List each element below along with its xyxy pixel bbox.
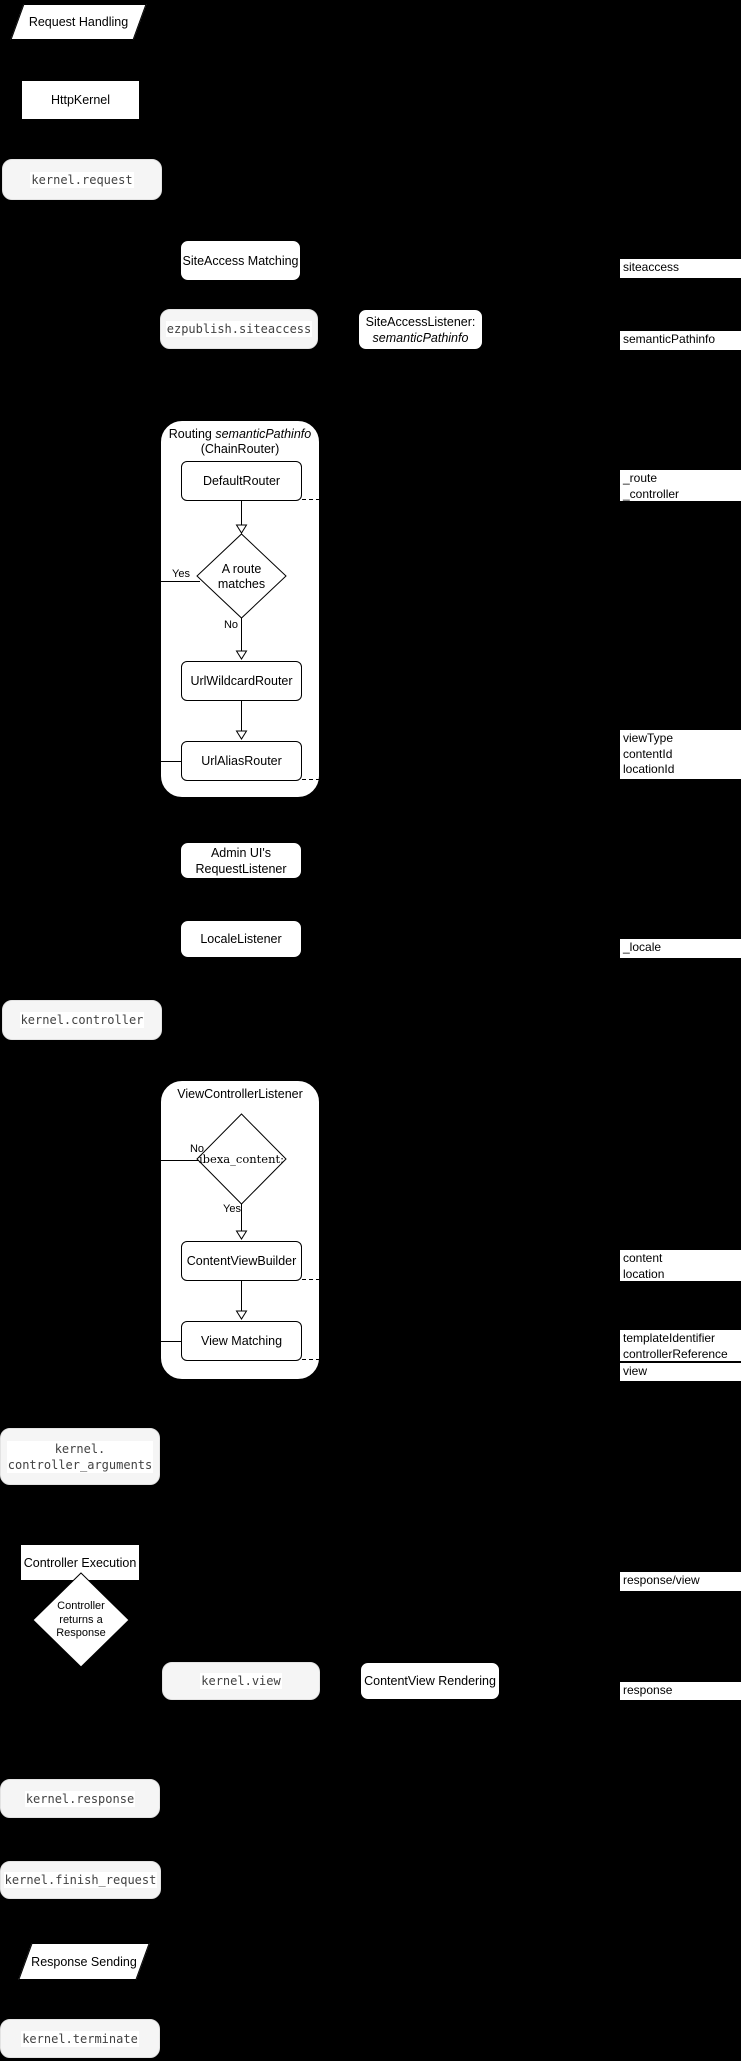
siteaccess-listener-line2: semanticPathinfo <box>372 330 469 345</box>
locale-side-text: _locale <box>623 940 662 954</box>
siteaccess-listener-line1: SiteAccessListener: <box>365 314 476 329</box>
kernel-view-label: kernel.view <box>200 1673 282 1689</box>
route-controller-side-label: _route _controller <box>620 470 741 501</box>
arrowhead-icon <box>235 650 248 660</box>
url-alias-router-label: UrlAliasRouter <box>201 754 282 768</box>
view-side-label: view <box>620 1363 741 1381</box>
view-matching-node: View Matching <box>181 1321 302 1361</box>
kernel-finish-request-label: kernel.finish_request <box>3 1872 158 1888</box>
response-sending-label: Response Sending <box>31 1954 137 1969</box>
kernel-request-event: kernel.request <box>2 159 162 200</box>
routing-cluster-title: Routing semanticPathinfo (ChainRouter) <box>161 427 319 457</box>
default-router-label: DefaultRouter <box>202 474 281 488</box>
request-handling-label: Request Handling <box>28 15 129 29</box>
siteaccess-matching-label: SiteAccess Matching <box>182 253 299 268</box>
kernel-controller-arguments-label: kernel. controller_arguments <box>6 1440 154 1473</box>
routing-cluster: Routing semanticPathinfo (ChainRouter) D… <box>160 420 321 798</box>
arrowhead-icon <box>235 1310 248 1320</box>
request-handling-node: Request Handling <box>10 4 147 40</box>
kernel-terminate-label: kernel.terminate <box>21 2030 139 2047</box>
kernel-terminate-event: kernel.terminate <box>0 2019 160 2058</box>
route-matches-text: A route matches <box>217 562 266 591</box>
locale-side-label: _locale <box>620 939 741 958</box>
content-view-rendering-node: ContentView Rendering <box>360 1662 500 1700</box>
controller-returns-label: Controller returns a Response <box>56 1599 106 1639</box>
kernel-view-event: kernel.view <box>162 1662 320 1700</box>
controller-returns-diamond <box>32 1572 130 1668</box>
response-view-side-label: response/view <box>620 1572 741 1591</box>
routing-title-italic: semanticPathinfo <box>215 427 312 441</box>
siteaccess-matching-node: SiteAccess Matching <box>180 240 301 281</box>
ezpublish-siteaccess-event: ezpublish.siteaccess <box>160 309 318 349</box>
kernel-controller-event: kernel.controller <box>2 1000 162 1040</box>
view-matching-label: View Matching <box>200 1334 283 1348</box>
kernel-response-label: kernel.response <box>24 1790 136 1807</box>
kernel-finish-request-event: kernel.finish_request <box>0 1861 161 1899</box>
arrowhead-icon <box>235 730 248 740</box>
kernel-controller-arguments-event: kernel. controller_arguments <box>0 1428 160 1485</box>
ibexa-content-label: ibexa_content: <box>198 1152 285 1166</box>
locale-listener-node: LocaleListener <box>180 920 302 958</box>
kernel-request-label: kernel.request <box>30 171 134 188</box>
routing-connectors <box>161 499 321 780</box>
controller-returns-decision: Controller returns a Response <box>32 1572 130 1668</box>
default-router-node: DefaultRouter <box>181 461 302 501</box>
http-kernel-node: HttpKernel <box>21 80 140 120</box>
url-wildcard-router-label: UrlWildcardRouter <box>190 674 293 688</box>
kernel-response-event: kernel.response <box>0 1779 160 1818</box>
view-controller-connectors <box>161 1113 321 1360</box>
view-side-text: view <box>623 1364 648 1378</box>
arrowhead-icon <box>235 524 248 534</box>
response-side-label: response <box>620 1682 741 1700</box>
content-view-rendering-label: ContentView Rendering <box>364 1674 496 1688</box>
url-alias-router-node: UrlAliasRouter <box>181 741 302 781</box>
siteaccess-side-label: siteaccess <box>620 259 741 278</box>
ibexa-content-yes-label: Yes <box>223 1203 241 1215</box>
semantic-pathinfo-side-label: semanticPathinfo <box>620 331 741 350</box>
siteaccess-listener-node: SiteAccessListener: semanticPathinfo <box>358 309 483 350</box>
content-view-builder-node: ContentViewBuilder <box>181 1241 302 1281</box>
kernel-controller-label: kernel.controller <box>19 1012 145 1028</box>
response-side-text: response <box>623 1683 673 1697</box>
template-controller-side-label: templateIdentifier controllerReference <box>620 1330 741 1361</box>
routing-title-line2: (ChainRouter) <box>200 442 280 456</box>
arrowhead-icon <box>235 1230 248 1240</box>
controller-execution-label: Controller Execution <box>23 1555 137 1570</box>
routing-title-prefix: Routing <box>168 427 216 441</box>
route-matches-no-label: No <box>223 619 239 631</box>
siteaccess-side-text: siteaccess <box>623 260 680 274</box>
content-location-side-label: content location <box>620 1250 741 1281</box>
response-view-side-text: response/view <box>623 1573 700 1587</box>
route-matches-label: A route matches <box>201 562 282 592</box>
view-controller-cluster: ViewControllerListener ibexa_content: No… <box>160 1080 321 1380</box>
viewtype-side-label: viewType contentId locationId <box>620 730 741 779</box>
controller-execution-node: Controller Execution <box>20 1544 140 1581</box>
url-wildcard-router-node: UrlWildcardRouter <box>181 661 302 701</box>
semantic-pathinfo-side-text: semanticPathinfo <box>623 332 716 346</box>
admin-request-listener-label: Admin UI's RequestListener <box>195 845 287 876</box>
http-kernel-label: HttpKernel <box>50 93 111 107</box>
admin-request-listener-node: Admin UI's RequestListener <box>180 842 302 879</box>
response-sending-node: Response Sending <box>18 1943 150 1980</box>
locale-listener-label: LocaleListener <box>200 932 282 946</box>
route-matches-yes-label: Yes <box>172 568 190 580</box>
content-view-builder-label: ContentViewBuilder <box>186 1254 297 1268</box>
view-controller-cluster-title: ViewControllerListener <box>177 1087 303 1101</box>
ezpublish-siteaccess-label: ezpublish.siteaccess <box>165 321 313 337</box>
ibexa-content-no-label: No <box>189 1143 205 1155</box>
